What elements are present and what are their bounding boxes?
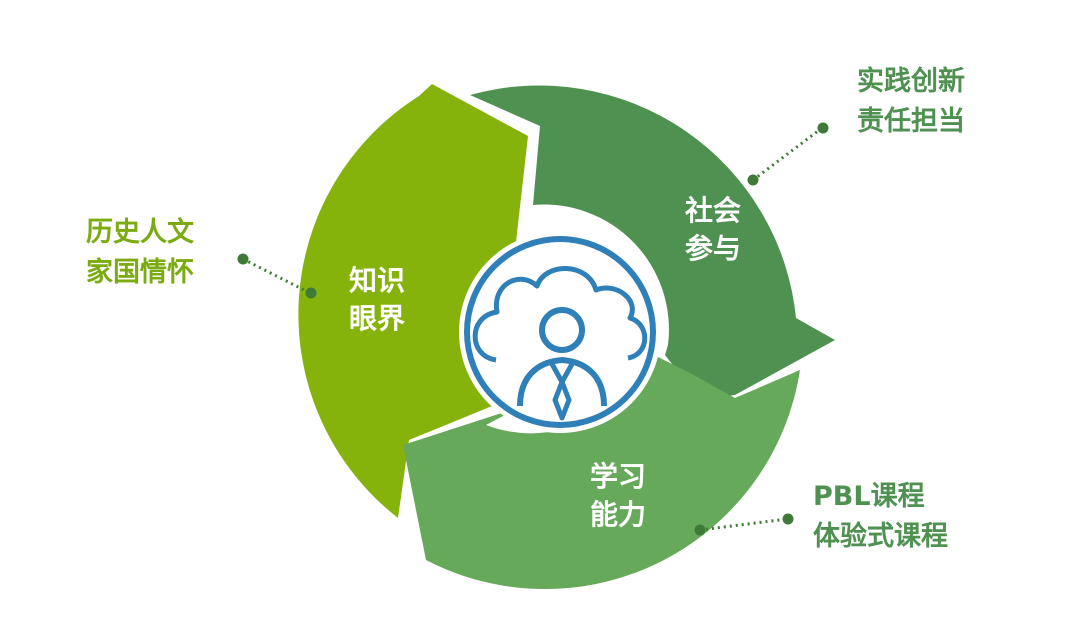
knowledge-label-line1: 知识	[349, 264, 406, 297]
callout-top-right-line1: 实践创新	[857, 66, 965, 97]
social-label-line2: 参与	[685, 232, 742, 265]
learning-label: 学习 能力	[590, 458, 646, 534]
callout-top-right: 实践创新 责任担当	[857, 62, 965, 142]
knowledge-arrow	[298, 84, 528, 518]
callout-left: 历史人文 家国情怀	[86, 213, 194, 293]
social-label-line1: 社会	[685, 194, 742, 227]
learning-label-line1: 学习	[590, 460, 647, 493]
knowledge-label-line2: 眼界	[349, 302, 406, 335]
leader-top-right	[747, 122, 829, 186]
leader-bottom-right	[694, 513, 794, 536]
social-label: 社会 参与	[685, 192, 741, 268]
social-arrow	[470, 85, 835, 400]
callout-top-right-line2: 责任担当	[857, 106, 965, 137]
knowledge-label: 知识 眼界	[349, 262, 405, 338]
callout-left-line2: 家国情怀	[86, 257, 194, 288]
callout-bottom-right-line2: 体验式课程	[813, 521, 948, 552]
learning-label-line2: 能力	[590, 498, 647, 531]
leader-left	[237, 253, 317, 299]
callout-bottom-right: PBL课程 体验式课程	[813, 477, 948, 557]
callout-left-line1: 历史人文	[86, 217, 194, 248]
callout-bottom-right-line1: PBL课程	[813, 481, 925, 512]
person-in-cloud-icon	[459, 231, 661, 433]
